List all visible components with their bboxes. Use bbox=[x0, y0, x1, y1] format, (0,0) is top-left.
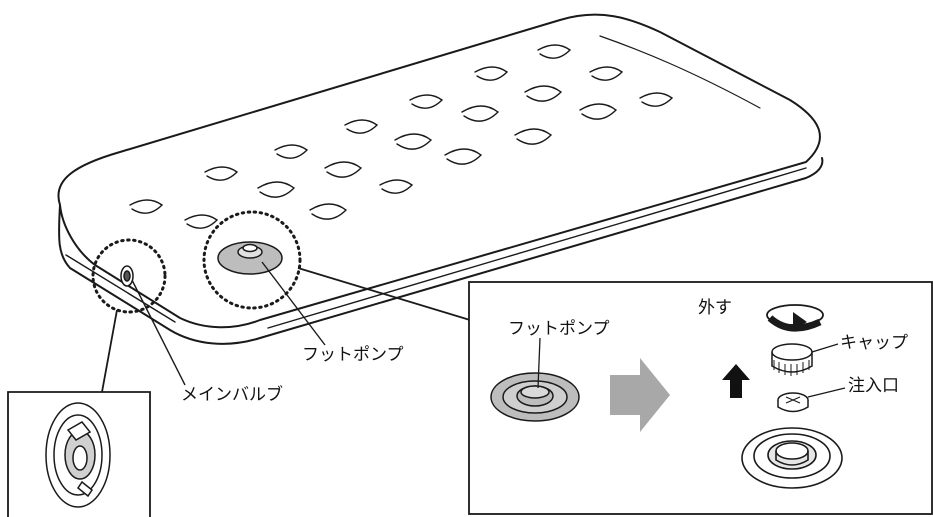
foot-pump-highlight-circle bbox=[202, 210, 302, 310]
foot-pump-detail-leader bbox=[537, 337, 541, 389]
inlet-icon bbox=[777, 392, 809, 413]
main-valve-label: メインバルブ bbox=[181, 385, 283, 405]
pump-base-icon bbox=[741, 427, 843, 489]
main-valve-detail-icon bbox=[45, 402, 111, 508]
cap-icon bbox=[771, 343, 813, 376]
remove-label: 外す bbox=[698, 298, 732, 318]
inlet-label: 注入口 bbox=[848, 376, 899, 396]
cap-leader bbox=[811, 343, 839, 353]
callout-lines bbox=[101, 267, 471, 393]
foot-pump-detail-frame bbox=[468, 281, 933, 515]
main-valve-highlight-circle bbox=[91, 238, 167, 314]
inlet-leader bbox=[807, 387, 846, 398]
step-arrow-icon bbox=[610, 358, 670, 432]
main-valve bbox=[120, 265, 134, 287]
cap-label: キャップ bbox=[840, 333, 908, 353]
mattress-dimples bbox=[129, 44, 674, 229]
foot-pump bbox=[217, 241, 283, 275]
foot-pump-detail-label: フットポンプ bbox=[508, 319, 610, 339]
leader-lines bbox=[131, 261, 326, 386]
rotate-arrow-icon bbox=[766, 304, 824, 332]
up-arrow-icon bbox=[722, 364, 750, 398]
foot-pump-label: フットポンプ bbox=[302, 345, 404, 365]
foot-pump-detail-icon bbox=[490, 372, 580, 422]
